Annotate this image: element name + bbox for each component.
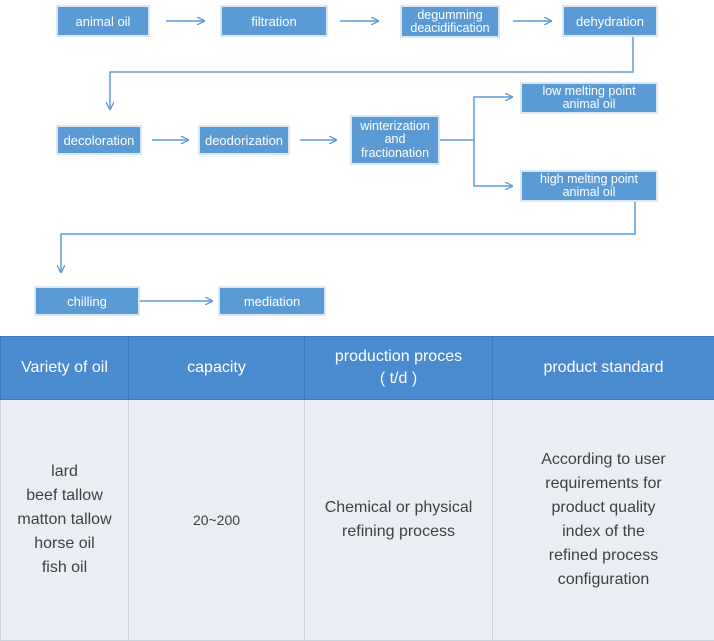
step-filtration: filtration	[220, 5, 328, 37]
step-animal-oil: animal oil	[56, 5, 150, 37]
cell-variety-of-oil: lard beef tallow matton tallow horse oil…	[0, 399, 129, 641]
cell-product-standard: According to user requirements for produ…	[492, 399, 714, 641]
product-spec-table: Variety of oil capacity production proce…	[0, 336, 714, 641]
process-flow-diagram: animal oil filtration degumming deacidif…	[0, 0, 658, 330]
header-product-standard: product standard	[492, 336, 714, 400]
table-header-row: Variety of oil capacity production proce…	[0, 336, 714, 400]
arrow-high-melting-to-chilling	[61, 202, 636, 272]
step-mediation: mediation	[218, 286, 326, 316]
step-low-melting-point-oil: low melting point animal oil	[520, 82, 658, 114]
step-degumming-deacidification: degumming deacidification	[400, 5, 500, 38]
step-chilling: chilling	[34, 286, 140, 316]
flow-connectors	[0, 0, 636, 330]
step-dehydration: dehydration	[562, 5, 658, 37]
arrow-dehydration-to-decoloration	[110, 37, 634, 109]
cell-production-process: Chemical or physical refining process	[304, 399, 493, 641]
table-row: lard beef tallow matton tallow horse oil…	[0, 399, 714, 641]
step-decoloration: decoloration	[56, 125, 142, 155]
arrow-to-high-melting	[473, 140, 512, 186]
header-production-process: production proces ( t/d )	[304, 336, 493, 400]
arrow-to-low-melting	[473, 97, 512, 140]
cell-capacity: 20~200	[128, 399, 305, 641]
step-high-melting-point-oil: high melting point animal oil	[520, 170, 658, 202]
header-variety-of-oil: Variety of oil	[0, 336, 129, 400]
header-capacity: capacity	[128, 336, 305, 400]
step-winterization-fractionation: winterization and fractionation	[350, 115, 440, 165]
step-deodorization: deodorization	[198, 125, 290, 155]
